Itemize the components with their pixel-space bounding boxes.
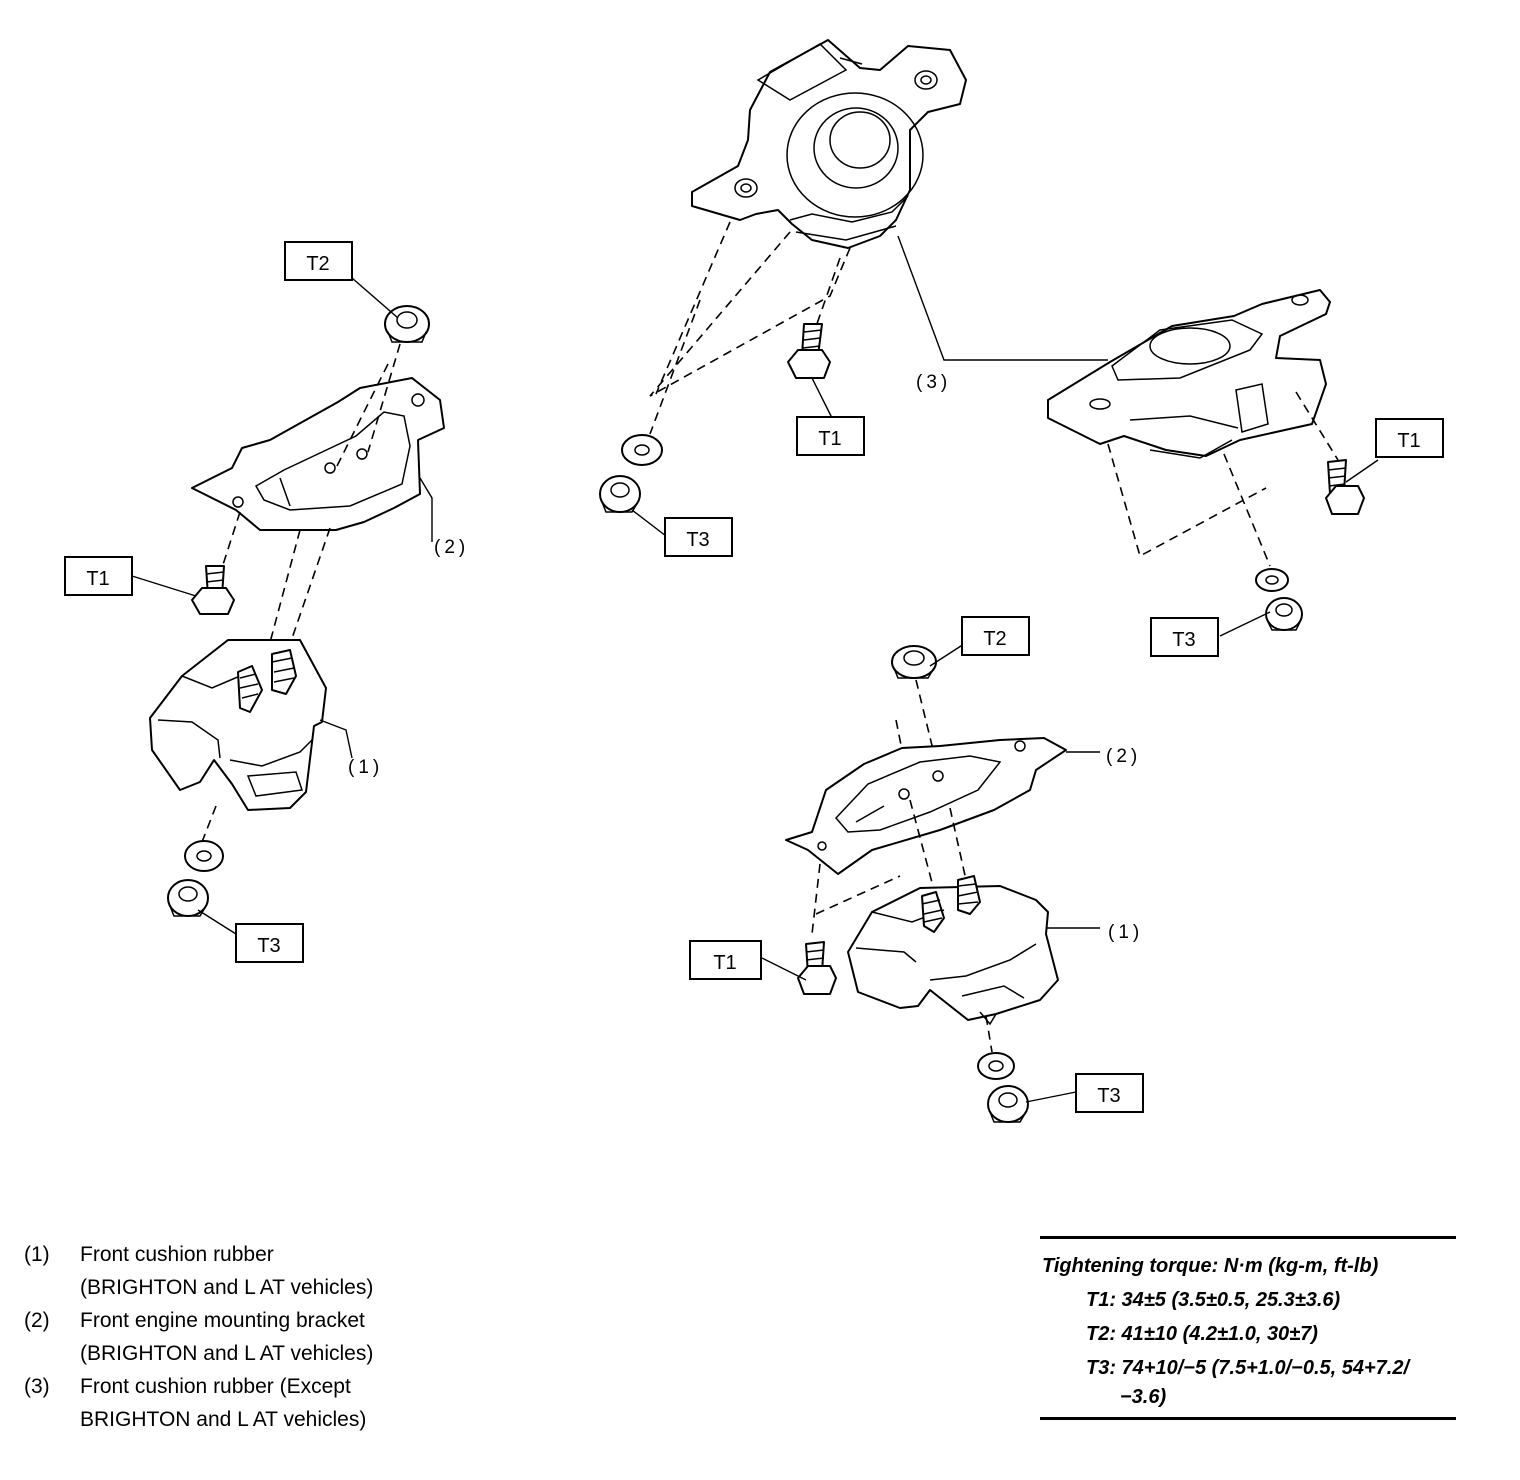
legend-description: Front cushion rubber — [80, 1243, 274, 1266]
torque-title: Tightening torque: N·m (kg-m, ft-lb) — [1042, 1255, 1379, 1277]
callout-t3-top: T3 — [664, 517, 733, 557]
parts-legend: (1) Front cushion rubber (BRIGHTON and L… — [24, 1238, 584, 1436]
legend-description-cont: BRIGHTON and L AT vehicles) — [80, 1408, 367, 1431]
legend-description-cont: (BRIGHTON and L AT vehicles) — [80, 1276, 374, 1299]
bottom-cushion-rubber — [847, 875, 1059, 1026]
right-cushion-rubber — [1047, 289, 1331, 459]
legend-item: (3) Front cushion rubber (Except BRIGHTO… — [24, 1370, 584, 1436]
callout-t2-left: T2 — [284, 241, 353, 281]
bottom-t1-bolt — [797, 941, 837, 995]
svg-text:T3: T3 — [686, 529, 709, 551]
top-t3-washer-nut — [599, 434, 663, 513]
label-part-1-left: (1) — [348, 757, 383, 778]
svg-text:T1: T1 — [818, 428, 841, 450]
callout-t1-right: T1 — [1375, 418, 1444, 458]
torque-t2: T2: 41±10 (4.2±1.0, 30±7) — [1086, 1323, 1318, 1345]
callout-t2-bottom: T2 — [961, 616, 1030, 656]
svg-text:T2: T2 — [306, 253, 329, 275]
legend-item: (2) Front engine mounting bracket (BRIGH… — [24, 1304, 584, 1370]
left-t2-flange-nut — [384, 305, 430, 343]
label-part-1-bottom: (1) — [1108, 922, 1143, 943]
label-part-2-bottom: (2) — [1106, 746, 1141, 767]
tightening-torque-box: Tightening torque: N·m (kg-m, ft-lb) T1:… — [1040, 1236, 1456, 1420]
right-cushion-rubber-assembly — [1047, 289, 1379, 637]
torque-t1: T1: 34±5 (3.5±0.5, 25.3±3.6) — [1086, 1289, 1341, 1311]
svg-text:T1: T1 — [713, 952, 736, 974]
label-part-2-left: (2) — [434, 537, 469, 558]
svg-text:T1: T1 — [1397, 430, 1420, 452]
legend-number: (1) — [24, 1243, 50, 1266]
bottom-right-assembly — [761, 643, 1100, 1123]
torque-t3: T3: 74+10/−5 (7.5+1.0/−0.5, 54+7.2/ — [1086, 1357, 1410, 1379]
left-t1-bolt — [191, 565, 235, 615]
callout-t3-left: T3 — [235, 923, 304, 963]
svg-text:T3: T3 — [1172, 629, 1195, 651]
left-mounting-bracket — [191, 377, 445, 531]
svg-text:T3: T3 — [257, 935, 280, 957]
top-t1-bolt — [787, 323, 831, 379]
legend-description: Front cushion rubber (Except — [80, 1375, 351, 1398]
callout-t1-bottom: T1 — [689, 940, 762, 980]
top-cushion-rubber — [691, 39, 967, 249]
label-part-3-top: (3) — [916, 372, 951, 393]
legend-description-cont: (BRIGHTON and L AT vehicles) — [80, 1342, 374, 1365]
legend-description: Front engine mounting bracket — [80, 1309, 365, 1332]
bottom-t3-washer-nut — [977, 1052, 1029, 1123]
torque-t3-continued: −3.6) — [1120, 1386, 1167, 1408]
svg-text:T3: T3 — [1097, 1085, 1120, 1107]
left-cushion-rubber — [149, 639, 327, 811]
svg-text:T1: T1 — [86, 568, 109, 590]
left-assembly — [131, 277, 445, 935]
top-cushion-rubber-assembly — [599, 39, 1108, 537]
svg-text:T2: T2 — [983, 628, 1006, 650]
left-t3-washer-nut — [167, 840, 224, 917]
bottom-t2-flange-nut — [891, 645, 937, 679]
callout-t1-left: T1 — [64, 556, 133, 596]
callout-t3-right: T3 — [1150, 617, 1219, 657]
right-t3-washer-nut — [1255, 568, 1303, 631]
legend-number: (2) — [24, 1309, 50, 1332]
callout-t3-bottom: T3 — [1075, 1073, 1144, 1113]
engine-mount-exploded-diagram: T2 T1 T3 T1 T3 T1 T3 T2 T1 T3 (2) (1) (3… — [64, 39, 1444, 1123]
legend-item: (1) Front cushion rubber (BRIGHTON and L… — [24, 1238, 584, 1304]
right-t1-bolt — [1325, 459, 1365, 515]
legend-number: (3) — [24, 1375, 50, 1398]
bottom-mounting-bracket — [785, 737, 1067, 875]
callout-t1-top: T1 — [796, 416, 865, 456]
